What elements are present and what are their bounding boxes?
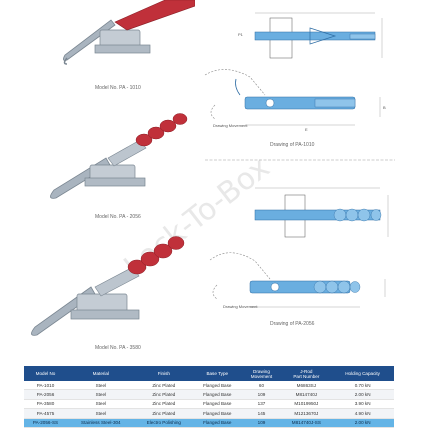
- cell: Steel: [67, 381, 135, 391]
- product-photo-pa-3580: [31, 236, 185, 336]
- caption-model-1010: Model No. PA - 1010: [95, 85, 141, 91]
- cell: Flanged Base: [193, 381, 242, 391]
- col-finish: Finish: [134, 366, 194, 381]
- col-base-type: Base Type: [193, 366, 242, 381]
- cell: Flanged Base: [193, 418, 242, 428]
- cell: PA-4575: [24, 408, 68, 419]
- drawing-pa-2056-top: [254, 187, 389, 238]
- cell: PA-2056: [24, 389, 68, 400]
- divider: [205, 159, 395, 161]
- cell: Electro Polishing: [134, 418, 194, 428]
- cell: Steel: [67, 399, 135, 410]
- table-row: PA-3580 Steel Zinc Plated Flanged Base 1…: [24, 399, 394, 410]
- caption-drawing-2056: Drawing of PA-2056: [270, 321, 315, 327]
- col-material: Material: [67, 366, 135, 381]
- cell: 145: [241, 408, 282, 419]
- table-header-row: Model No Material Finish Base Type Drawi…: [24, 366, 394, 381]
- table-row-highlighted: PA-2056-SS Stainless Steel-304 Electro P…: [24, 418, 394, 428]
- cell: Flanged Base: [193, 399, 242, 410]
- cell: 2.00 kN: [331, 389, 394, 400]
- drawing-pa-1010-top: P1: [238, 12, 383, 59]
- col-jrod-part-number: J-Rod Part Number: [281, 366, 332, 381]
- cell: 109: [241, 418, 282, 428]
- spec-table: Model No Material Finish Base Type Drawi…: [24, 366, 394, 428]
- drawing-pa-2056-side: Drawing Movement: [209, 252, 386, 309]
- cell: M1213670J: [281, 408, 332, 419]
- col-holding-capacity: Holding Capacity: [331, 366, 394, 381]
- table-row: PA-1010 Steel Zinc Plated Flanged Base 6…: [24, 381, 394, 391]
- cell: M814740J-SS: [281, 418, 332, 428]
- dim-e-label: E: [305, 127, 308, 132]
- caption-drawing-1010: Drawing of PA-1010: [270, 142, 315, 148]
- cell: 0.70 kN: [331, 381, 394, 391]
- cell: Zinc Plated: [134, 408, 194, 419]
- col-model-no: Model No: [24, 366, 68, 381]
- cell: Zinc Plated: [134, 389, 194, 400]
- product-photo-pa-2056: [50, 113, 188, 199]
- cell: 2.00 kN: [331, 418, 394, 428]
- cell: Stainless Steel-304: [67, 418, 135, 428]
- cell: 109: [241, 389, 282, 400]
- drawing-movement-label-2: Drawing Movement: [223, 304, 258, 309]
- cell: PA-1010: [24, 381, 68, 391]
- cell: PA-3580: [24, 399, 68, 410]
- product-photo-pa-1010: [63, 0, 195, 65]
- cell: Flanged Base: [193, 389, 242, 400]
- cell: M1019950J: [281, 399, 332, 410]
- cell: 60: [241, 381, 282, 391]
- col-drawing-movement: Drawing Movement: [241, 366, 282, 381]
- cell: Flanged Base: [193, 408, 242, 419]
- cell: M6863SJ: [281, 381, 332, 391]
- drawing-movement-label-1: Drawing Movement: [213, 123, 248, 128]
- caption-model-2056: Model No. PA - 2056: [95, 214, 141, 220]
- dim-p-label: P1: [238, 32, 244, 37]
- cell: PA-2056-SS: [24, 418, 68, 428]
- cell: Steel: [67, 389, 135, 400]
- cell: 137: [241, 399, 282, 410]
- dim-b-label: B: [383, 105, 386, 110]
- drawing-pa-1010-side: Drawing Movement E B: [204, 69, 386, 132]
- cell: Zinc Plated: [134, 399, 194, 410]
- cell: Steel: [67, 408, 135, 419]
- cell: 4.90 kN: [331, 408, 394, 419]
- cell: 3.90 kN: [331, 399, 394, 410]
- table-row: PA-4575 Steel Zinc Plated Flanged Base 1…: [24, 408, 394, 419]
- cell: M814740J: [281, 389, 332, 400]
- caption-model-3580: Model No. PA - 3580: [95, 345, 141, 351]
- cell: Zinc Plated: [134, 381, 194, 391]
- table-row: PA-2056 Steel Zinc Plated Flanged Base 1…: [24, 389, 394, 400]
